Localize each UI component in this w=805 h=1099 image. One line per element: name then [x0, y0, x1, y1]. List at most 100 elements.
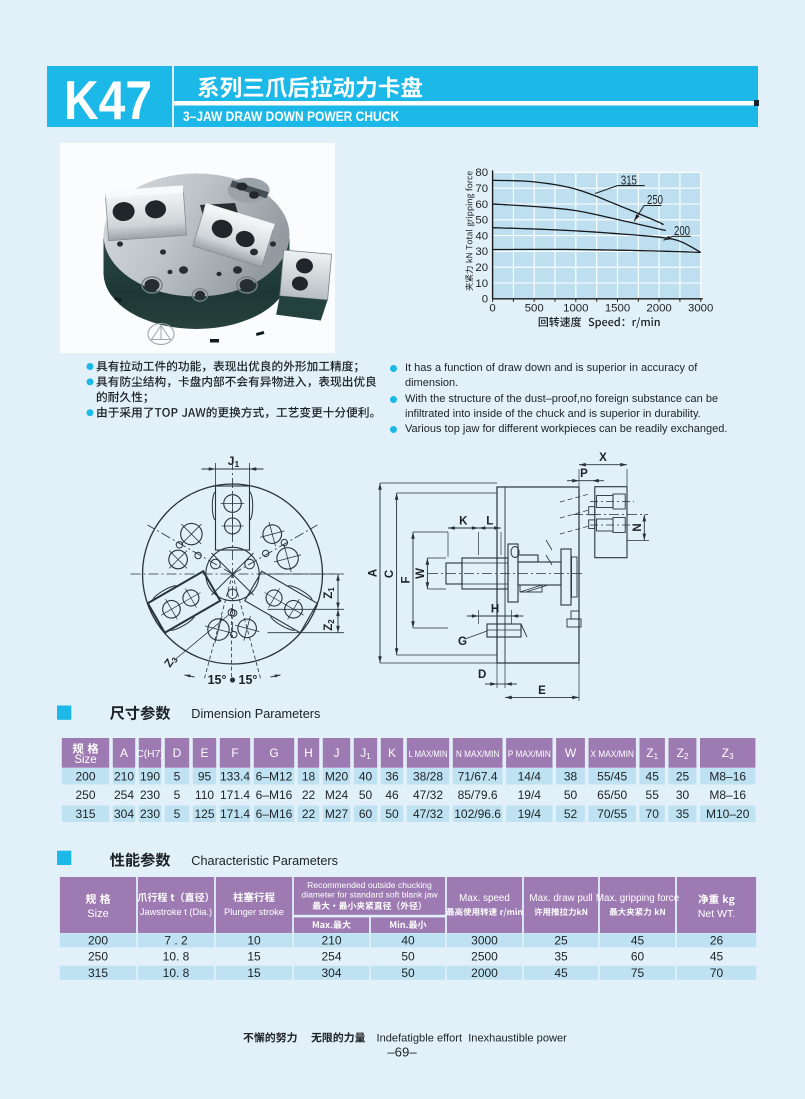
- svg-text:95: 95: [198, 769, 212, 783]
- svg-text:J1: J1: [228, 454, 240, 469]
- svg-text:G: G: [269, 746, 278, 760]
- svg-text:N MAX/MIN: N MAX/MIN: [456, 749, 500, 759]
- svg-text:2000: 2000: [646, 302, 671, 314]
- svg-text:75: 75: [631, 966, 645, 980]
- svg-text:36: 36: [385, 769, 399, 783]
- svg-text:304: 304: [321, 966, 341, 980]
- svg-text:3000: 3000: [688, 302, 713, 314]
- svg-text:E: E: [200, 746, 208, 760]
- svg-text:70/55: 70/55: [597, 807, 627, 821]
- svg-text:L MAX/MIN: L MAX/MIN: [409, 749, 448, 759]
- svg-text:L: L: [486, 516, 493, 528]
- svg-text:Characteristic Parameters: Characteristic Parameters: [191, 854, 338, 868]
- svg-text:26: 26: [710, 934, 724, 948]
- svg-text:F: F: [231, 746, 238, 760]
- svg-text:M8–16: M8–16: [709, 788, 746, 802]
- svg-text:P MAX/MIN: P MAX/MIN: [508, 749, 551, 759]
- svg-text:50: 50: [475, 215, 488, 227]
- svg-text:diameter for standard soft bla: diameter for standard soft blank jaw: [301, 890, 438, 900]
- svg-text:J1: J1: [360, 746, 371, 761]
- svg-text:60: 60: [475, 199, 488, 211]
- svg-text:5: 5: [174, 788, 181, 802]
- svg-text:15°: 15°: [208, 673, 227, 687]
- svg-text:Max. gripping force: Max. gripping force: [596, 893, 680, 904]
- svg-text:Net WT.: Net WT.: [698, 908, 735, 920]
- svg-text:15: 15: [247, 966, 261, 980]
- svg-text:14/4: 14/4: [518, 769, 542, 783]
- svg-text:6–M12: 6–M12: [256, 769, 293, 783]
- svg-text:Z1: Z1: [323, 587, 336, 599]
- svg-text:171.4: 171.4: [220, 788, 250, 802]
- svg-text:Recommended outside chucking: Recommended outside chucking: [307, 880, 432, 890]
- svg-text:–69–: –69–: [387, 1045, 417, 1060]
- svg-text:A: A: [120, 746, 128, 760]
- svg-text:200: 200: [674, 223, 690, 238]
- svg-text:2000: 2000: [471, 966, 498, 980]
- svg-text:0: 0: [489, 302, 495, 314]
- svg-text:210: 210: [321, 934, 341, 948]
- svg-text:304: 304: [114, 807, 134, 821]
- svg-text:52: 52: [564, 807, 578, 821]
- svg-text:38/28: 38/28: [413, 769, 443, 783]
- svg-text:K: K: [388, 746, 396, 760]
- svg-text:65/50: 65/50: [597, 788, 627, 802]
- svg-text:P: P: [580, 468, 588, 480]
- svg-text:70: 70: [710, 966, 724, 980]
- svg-text:50: 50: [564, 788, 578, 802]
- svg-text:250: 250: [647, 192, 663, 207]
- svg-text:55/45: 55/45: [597, 769, 627, 783]
- svg-text:E: E: [538, 685, 546, 697]
- svg-text:315: 315: [621, 172, 637, 187]
- svg-text:70: 70: [475, 183, 488, 195]
- svg-text:Size: Size: [74, 754, 96, 766]
- svg-text:Indefatigble effort Inexhaust: Indefatigble effort Inexhaustible power: [377, 1033, 568, 1045]
- svg-text:210: 210: [114, 769, 134, 783]
- svg-text:15°: 15°: [239, 673, 258, 687]
- svg-text:H: H: [304, 746, 313, 760]
- svg-text:38: 38: [564, 769, 578, 783]
- svg-text:20: 20: [475, 262, 488, 274]
- svg-text:M8–16: M8–16: [709, 769, 746, 783]
- svg-text:190: 190: [140, 769, 160, 783]
- svg-text:18: 18: [302, 769, 316, 783]
- svg-text:25: 25: [554, 934, 568, 948]
- svg-text:47/32: 47/32: [413, 788, 443, 802]
- svg-text:40: 40: [359, 769, 373, 783]
- svg-text:C(H7): C(H7): [136, 749, 163, 760]
- svg-text:171.4: 171.4: [220, 807, 250, 821]
- svg-text:M10–20: M10–20: [706, 807, 750, 821]
- svg-text:Plunger stroke: Plunger stroke: [224, 907, 284, 917]
- svg-text:D: D: [173, 746, 182, 760]
- svg-text:G: G: [458, 636, 467, 648]
- svg-text:50: 50: [385, 807, 399, 821]
- svg-text:X MAX/MIN: X MAX/MIN: [590, 749, 634, 759]
- svg-text:Dimension Parameters: Dimension Parameters: [191, 707, 320, 721]
- svg-text:71/67.4: 71/67.4: [458, 769, 498, 783]
- svg-text:102/96.6: 102/96.6: [454, 807, 501, 821]
- svg-text:50: 50: [401, 966, 415, 980]
- svg-text:315: 315: [75, 807, 95, 821]
- svg-text:19/4: 19/4: [518, 807, 542, 821]
- svg-text:0: 0: [482, 294, 488, 306]
- svg-text:230: 230: [140, 807, 160, 821]
- svg-text:85/79.6: 85/79.6: [458, 788, 498, 802]
- svg-text:55: 55: [646, 788, 660, 802]
- svg-text:60: 60: [631, 950, 645, 964]
- svg-text:35: 35: [554, 950, 568, 964]
- svg-text:22: 22: [302, 807, 316, 821]
- svg-text:254: 254: [321, 950, 341, 964]
- svg-text:315: 315: [88, 966, 108, 980]
- svg-text:5: 5: [174, 769, 181, 783]
- svg-text:Max. speed: Max. speed: [459, 893, 510, 904]
- svg-text:50: 50: [401, 950, 415, 964]
- svg-text:Jawstroke t (Dia.): Jawstroke t (Dia.): [140, 907, 212, 917]
- svg-text:F: F: [401, 576, 413, 583]
- svg-text:10: 10: [475, 278, 488, 290]
- svg-text:Z2: Z2: [323, 619, 336, 631]
- svg-text:35: 35: [676, 807, 690, 821]
- svg-text:10. 8: 10. 8: [163, 966, 190, 980]
- svg-text:60: 60: [359, 807, 373, 821]
- svg-text:3000: 3000: [471, 934, 498, 948]
- svg-text:46: 46: [385, 788, 399, 802]
- svg-text:22: 22: [302, 788, 316, 802]
